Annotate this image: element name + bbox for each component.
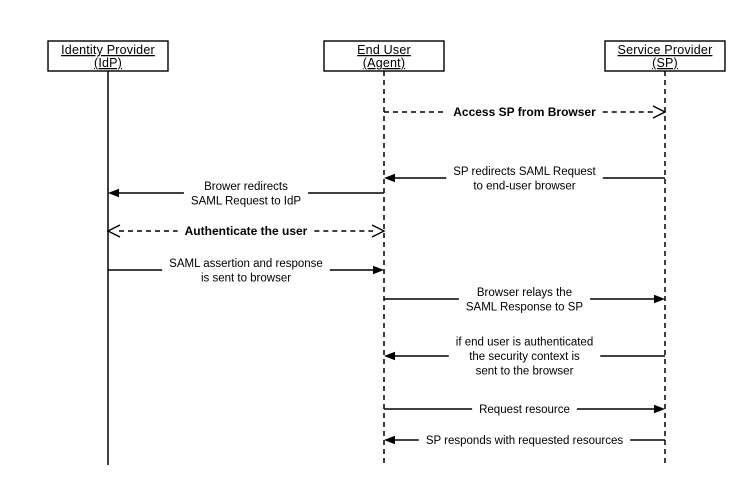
actor-label-line1-sp: Service Provider (618, 43, 713, 57)
message-label-m6-line2: SAML Response to SP (466, 301, 584, 313)
message-label-m2-line2: to end-user browser (473, 180, 575, 192)
lifelines-layer (107, 71, 666, 465)
message-label-m7-line2: the security context is (469, 351, 580, 363)
message-m2[interactable]: SP redirects SAML Request to end-user bro… (384, 166, 665, 193)
messages-layer: Access SP from Browser SP redirects SAML … (106, 105, 667, 447)
message-label-m3-line1: Brower redirects (204, 181, 288, 193)
message-label-m1-line1: Access SP from Browser (453, 105, 596, 119)
arrowhead-left-m7 (384, 351, 395, 361)
message-m8[interactable]: Request resource (384, 404, 665, 416)
actor-box-sp (604, 40, 726, 72)
actor-box-enduser (323, 40, 445, 72)
actor-label-line1-enduser: End User (357, 43, 411, 57)
actor-label-line2-idp: (IdP) (94, 56, 122, 70)
actor-idp[interactable]: Identity Provider(IdP) (47, 40, 169, 72)
actor-label-line2-enduser: (Agent) (363, 56, 405, 70)
arrowhead-left-m2 (384, 173, 395, 183)
message-label-m9-line1: SP responds with requested resources (426, 435, 624, 447)
message-m9[interactable]: SP responds with requested resources (384, 435, 665, 447)
message-label-m4-line1: Authenticate the user (185, 224, 308, 238)
actor-label-line2-sp: (SP) (652, 56, 678, 70)
message-m5[interactable]: SAML assertion and response is sent to br… (108, 258, 384, 285)
message-label-m2-line1: SP redirects SAML Request (453, 166, 596, 178)
arrowhead-right-m5 (373, 265, 384, 275)
actor-box-idp (47, 40, 169, 72)
arrowhead-left-m9 (384, 435, 395, 445)
arrowhead-right-m1 (652, 105, 667, 119)
arrowhead-right-m4 (371, 224, 386, 238)
message-label-m7-line1: if end user is authenticated (456, 337, 593, 349)
arrowhead-left-m3 (108, 188, 119, 198)
arrowhead-left-m4 (106, 224, 121, 238)
message-m4[interactable]: Authenticate the user (106, 224, 386, 238)
arrowhead-right-m8 (654, 404, 665, 414)
actor-sp[interactable]: Service Provider(SP) (604, 40, 726, 72)
message-m7[interactable]: if end user is authenticated the security… (384, 337, 665, 378)
message-label-m8-line1: Request resource (479, 404, 570, 416)
message-label-m7-line3: sent to the browser (476, 366, 574, 378)
arrowhead-right-m6 (654, 294, 665, 304)
actor-enduser[interactable]: End User(Agent) (323, 40, 445, 72)
message-m1[interactable]: Access SP from Browser (384, 105, 667, 119)
actors-layer: Identity Provider(IdP) End User(Agent) Ser… (47, 40, 726, 72)
message-label-m5-line2: is sent to browser (201, 272, 291, 284)
message-label-m5-line1: SAML assertion and response (169, 258, 323, 270)
message-label-m6-line1: Browser relays the (477, 287, 572, 299)
message-label-m3-line2: SAML Request to IdP (191, 195, 301, 207)
actor-label-line1-idp: Identity Provider (61, 43, 155, 57)
